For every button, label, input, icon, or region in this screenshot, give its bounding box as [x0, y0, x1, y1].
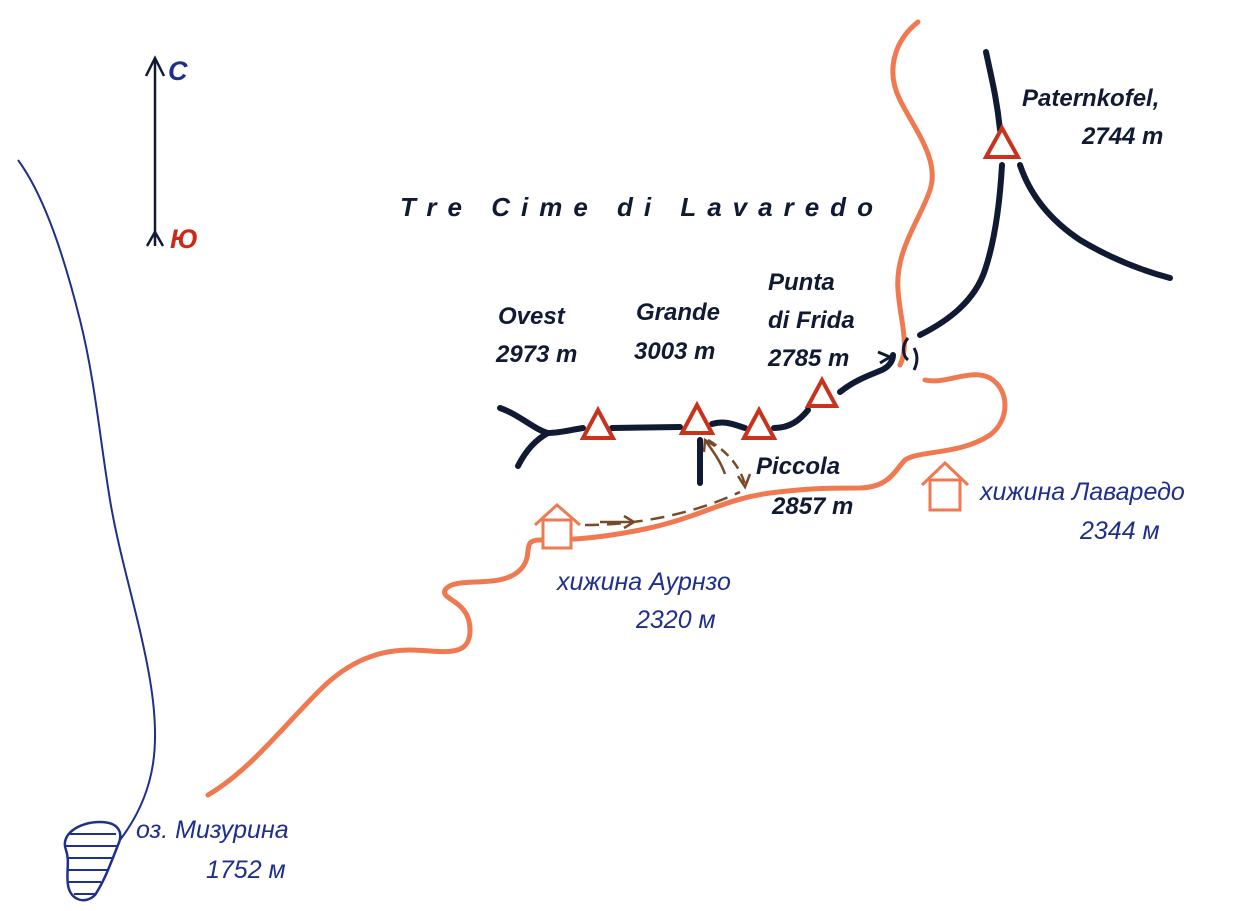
compass-north-label: С [168, 56, 188, 86]
lake-name: оз. Мизурина [136, 816, 289, 844]
peak-ovest-icon [579, 405, 617, 440]
hut-lavaredo-name: хижина Лаваредо [979, 478, 1185, 506]
peak-grande-elevation: 3003 m [634, 338, 715, 365]
road-north [890, 19, 935, 368]
hut-auronzo-icon [533, 502, 581, 550]
ridge-lines [497, 49, 1173, 486]
peak-grande-name: Grande [636, 299, 720, 326]
peak-grande-icon [678, 400, 716, 435]
compass-south-label: Ю [170, 224, 198, 254]
peak-ovest-elevation: 2973 m [495, 341, 577, 368]
hut-lavaredo-icon [920, 460, 970, 512]
stream-line [17, 159, 157, 841]
peak-markers [579, 123, 1022, 440]
peak-ovest-name: Ovest [498, 303, 566, 330]
peak-punta-di-frida-icon [804, 375, 840, 408]
massif-title: Tre Cime di Lavaredo [400, 192, 884, 222]
hut-auronzo-elevation: 2320 м [635, 606, 716, 634]
hut-auronzo-name: хижина Аурнзо [556, 568, 731, 596]
peak-piccola-name: Piccola [756, 453, 840, 480]
peak-punta-name-line2: di Frida [768, 307, 855, 334]
hut-lavaredo-elevation: 2344 м [1079, 517, 1160, 545]
peak-piccola-icon [740, 405, 778, 440]
lake-misurina-icon [63, 820, 122, 902]
peak-punta-elevation: 2785 m [767, 345, 849, 372]
lake-elevation: 1752 м [206, 856, 286, 884]
peak-punta-name-line1: Punta [768, 269, 835, 296]
peak-piccola-elevation: 2857 m [771, 493, 853, 520]
peak-paternkofel-name: Paternkofel, [1022, 85, 1159, 112]
compass: С Ю [144, 55, 198, 254]
peak-paternkofel-icon [982, 123, 1022, 159]
walk-path [584, 437, 752, 530]
peak-paternkofel-elevation: 2744 m [1081, 123, 1163, 150]
north-arrow-icon [144, 55, 166, 77]
south-tail-icon [145, 229, 165, 247]
